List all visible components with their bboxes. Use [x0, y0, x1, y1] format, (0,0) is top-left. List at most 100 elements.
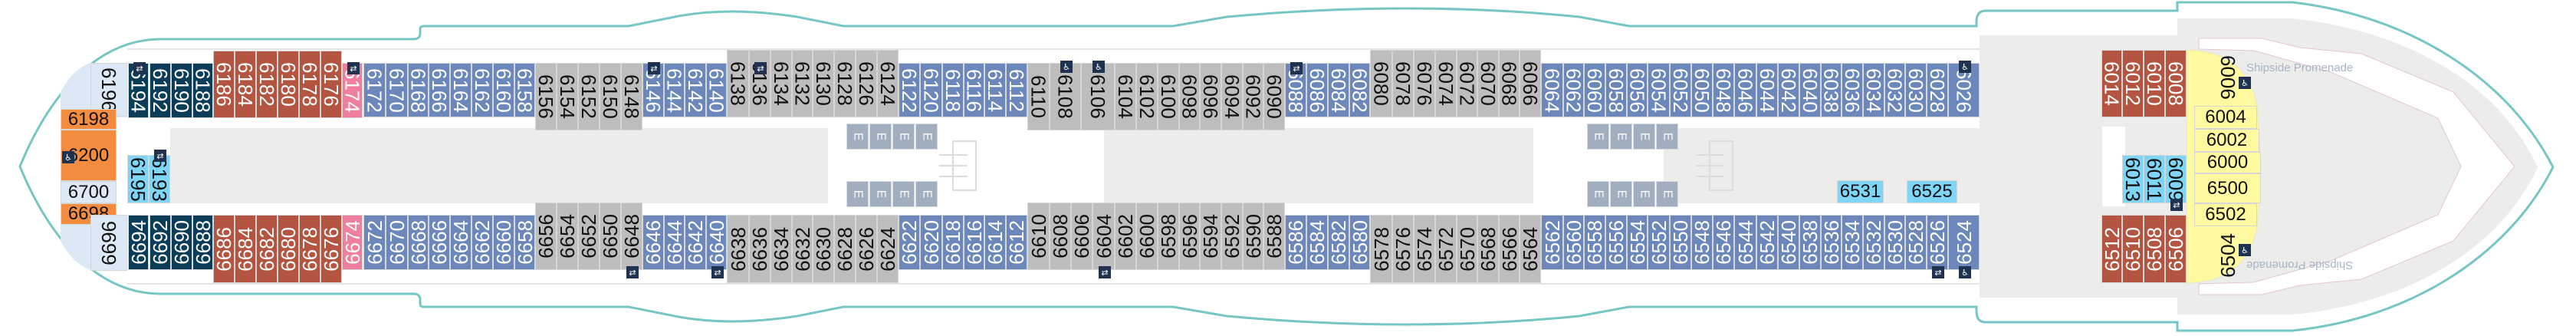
cabin-6560[interactable]: 6560	[1562, 215, 1585, 270]
cabin-6000[interactable]: 6000	[2194, 152, 2261, 173]
cabin-6556[interactable]: 6556	[1605, 215, 1628, 270]
cabin-6098[interactable]: 6098	[1178, 63, 1201, 130]
cabin-6616[interactable]: 6616	[963, 215, 986, 270]
cabin-6570[interactable]: 6570	[1456, 215, 1479, 283]
cabin-6531[interactable]: 6531	[1837, 180, 1884, 203]
cabin-6010[interactable]: 6010	[2143, 50, 2166, 117]
cabin-6142[interactable]: 6142	[684, 63, 707, 117]
cabin-6590[interactable]: 6590	[1242, 203, 1265, 270]
cabin-6540[interactable]: 6540	[1777, 215, 1800, 270]
cabin-6118[interactable]: 6118	[941, 63, 964, 117]
cabin-6700[interactable]: 6700	[61, 181, 117, 203]
cabin-6676[interactable]: 6676	[320, 215, 343, 283]
cabin-6592[interactable]: 6592	[1221, 203, 1244, 270]
cabin-6030[interactable]: 6030	[1904, 63, 1927, 117]
cabin-6532[interactable]: 6532	[1862, 215, 1885, 270]
cabin-6612[interactable]: 6612	[1005, 215, 1028, 270]
cabin-6048[interactable]: 6048	[1712, 63, 1735, 117]
cabin-6106[interactable]: 6106♿	[1081, 61, 1115, 130]
cabin-6504[interactable]: 6504 ♿	[2205, 232, 2251, 279]
cabin-6678[interactable]: 6678	[298, 215, 321, 283]
cabin-6132[interactable]: 6132	[791, 50, 814, 117]
cabin-6626[interactable]: 6626	[855, 215, 878, 283]
cabin-6088[interactable]: 6088⇄	[1284, 62, 1307, 117]
cabin-6130[interactable]: 6130	[812, 50, 835, 117]
cabin-6572[interactable]: 6572	[1434, 215, 1457, 283]
cabin-6544[interactable]: 6544	[1734, 215, 1757, 270]
cabin-6660[interactable]: 6660	[492, 215, 515, 270]
cabin-6586[interactable]: 6586	[1284, 215, 1307, 270]
cabin-6512[interactable]: 6512	[2101, 215, 2124, 283]
cabin-6602[interactable]: 6602	[1114, 203, 1137, 270]
cabin-6652[interactable]: 6652	[577, 203, 600, 270]
cabin-6126[interactable]: 6126	[855, 50, 878, 117]
cabin-6564[interactable]: 6564	[1519, 215, 1542, 283]
cabin-6672[interactable]: 6672	[363, 215, 386, 270]
cabin-6606[interactable]: 6606	[1070, 203, 1093, 270]
cabin-6080[interactable]: 6080	[1370, 50, 1393, 117]
cabin-6530[interactable]: 6530	[1884, 215, 1907, 270]
cabin-6156[interactable]: 6156	[534, 63, 557, 130]
cabin-6082[interactable]: 6082	[1349, 63, 1372, 117]
cabin-6008[interactable]: 6008	[2164, 50, 2187, 117]
cabin-6650[interactable]: 6650	[599, 203, 622, 270]
cabin-6122[interactable]: 6122	[898, 63, 921, 117]
cabin-6198[interactable]: 6198	[61, 109, 117, 130]
cabin-6182[interactable]: 6182	[255, 51, 278, 118]
cabin-6092[interactable]: 6092	[1242, 63, 1265, 130]
cabin-6076[interactable]: 6076	[1413, 50, 1436, 117]
cabin-6094[interactable]: 6094	[1221, 63, 1244, 130]
cabin-6510[interactable]: 6510	[2121, 215, 2144, 283]
cabin-6054[interactable]: 6054	[1648, 63, 1671, 117]
cabin-6066[interactable]: 6066	[1519, 50, 1542, 117]
cabin-6002[interactable]: 6002	[2194, 129, 2259, 152]
cabin-6682[interactable]: 6682	[255, 215, 278, 283]
cabin-6600[interactable]: 6600	[1135, 203, 1158, 270]
cabin-6104[interactable]: 6104	[1114, 63, 1137, 130]
cabin-6598[interactable]: 6598	[1157, 203, 1180, 270]
cabin-6528[interactable]: 6528	[1904, 215, 1927, 270]
cabin-6038[interactable]: 6038	[1820, 63, 1843, 117]
cabin-6630[interactable]: 6630	[812, 215, 835, 283]
cabin-6622[interactable]: 6622	[898, 215, 921, 270]
cabin-6164[interactable]: 6164	[449, 63, 472, 117]
cabin-6108[interactable]: 6108♿	[1050, 61, 1081, 130]
cabin-6084[interactable]: 6084	[1327, 63, 1350, 117]
cabin-6686[interactable]: 6686	[212, 215, 235, 283]
cabin-6538[interactable]: 6538	[1799, 215, 1822, 270]
cabin-6554[interactable]: 6554	[1626, 215, 1649, 270]
cabin-6152[interactable]: 6152	[577, 63, 600, 130]
cabin-6632[interactable]: 6632	[791, 215, 814, 283]
cabin-6574[interactable]: 6574	[1413, 215, 1436, 283]
cabin-6662[interactable]: 6662	[471, 215, 494, 270]
cabin-6506[interactable]: 6506	[2164, 215, 2187, 283]
cabin-6014[interactable]: 6014	[2101, 50, 2124, 117]
cabin-6500[interactable]: 6500	[2194, 173, 2261, 203]
cabin-6034[interactable]: 6034	[1862, 63, 1885, 117]
cabin-6638[interactable]: 6638	[727, 215, 750, 283]
cabin-6096[interactable]: 6096	[1199, 63, 1222, 130]
cabin-6620[interactable]: 6620	[920, 215, 943, 270]
cabin-6028[interactable]: 6028	[1926, 63, 1949, 117]
cabin-6074[interactable]: 6074	[1434, 50, 1457, 117]
cabin-6168[interactable]: 6168	[407, 63, 430, 117]
cabin-6614[interactable]: 6614	[984, 215, 1007, 270]
cabin-6594[interactable]: 6594	[1199, 203, 1222, 270]
cabin-6013[interactable]: 6013	[2121, 155, 2144, 203]
cabin-6116[interactable]: 6116	[963, 63, 986, 117]
cabin-6148[interactable]: 6148	[620, 63, 643, 130]
cabin-6052[interactable]: 6052	[1669, 63, 1692, 117]
cabin-6026[interactable]: 6026♿	[1948, 61, 1980, 117]
cabin-6172[interactable]: 6172	[363, 63, 386, 117]
cabin-6056[interactable]: 6056	[1626, 63, 1649, 117]
cabin-6618[interactable]: 6618	[941, 215, 964, 270]
cabin-6196[interactable]: 6196	[90, 63, 127, 117]
cabin-6552[interactable]: 6552	[1648, 215, 1671, 270]
cabin-6124[interactable]: 6124	[876, 50, 899, 117]
cabin-6508[interactable]: 6508	[2143, 215, 2166, 283]
cabin-6070[interactable]: 6070	[1477, 50, 1500, 117]
cabin-6114[interactable]: 6114	[984, 63, 1007, 117]
cabin-6004[interactable]: 6004	[2194, 106, 2257, 129]
cabin-6634[interactable]: 6634	[770, 215, 793, 283]
cabin-6654[interactable]: 6654	[556, 203, 579, 270]
